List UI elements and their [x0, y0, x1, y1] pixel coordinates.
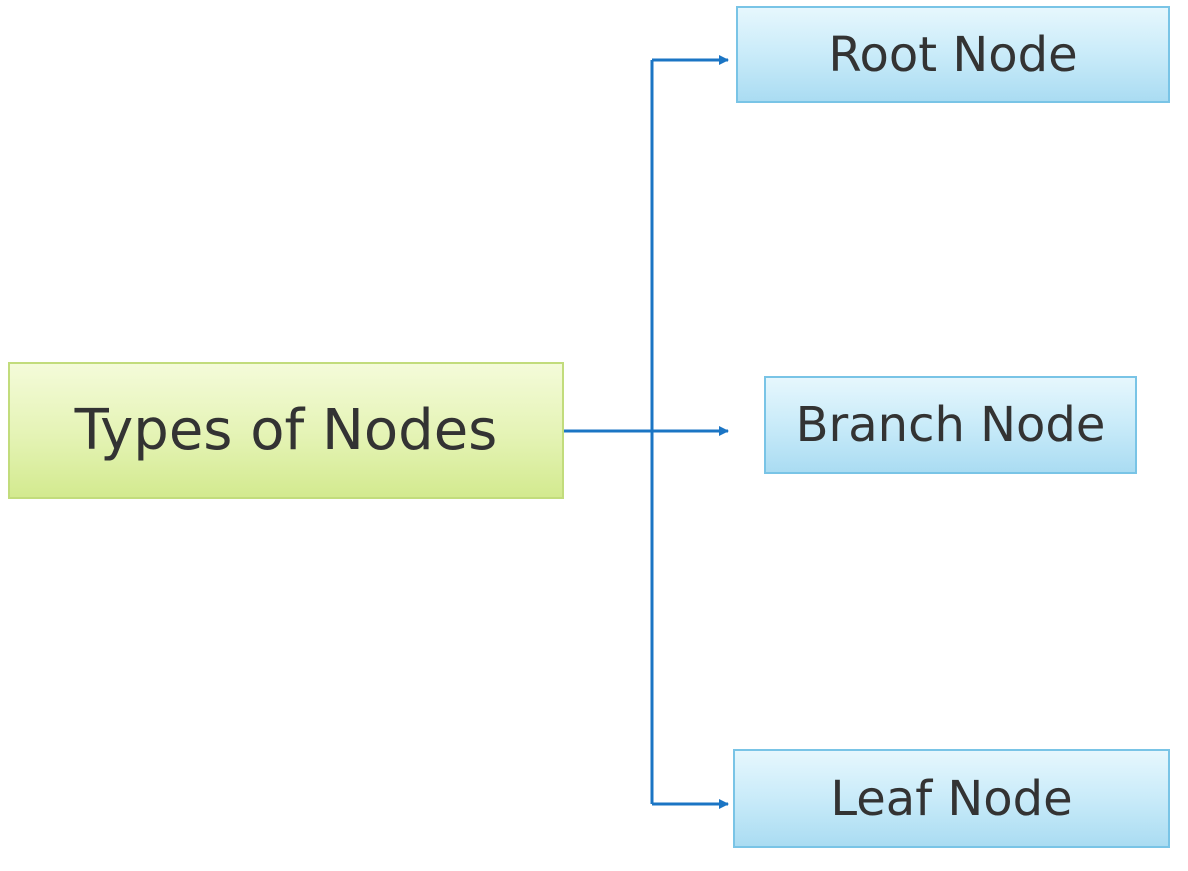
branch-node-label: Branch Node	[795, 397, 1106, 453]
root-node-label: Root Node	[828, 26, 1078, 83]
leaf-node-box: Leaf Node	[733, 749, 1170, 848]
leaf-node-label: Leaf Node	[830, 770, 1073, 827]
types-of-nodes-label: Types of Nodes	[74, 398, 498, 463]
types-of-nodes-box: Types of Nodes	[8, 362, 564, 499]
root-node-box: Root Node	[736, 6, 1170, 103]
branch-node-box: Branch Node	[764, 376, 1137, 474]
